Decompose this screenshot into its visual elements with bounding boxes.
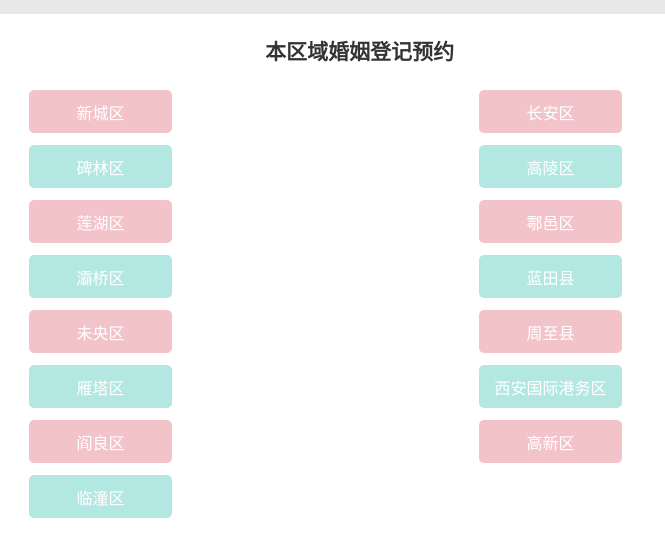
district-button[interactable]: 碑林区 xyxy=(29,145,172,188)
district-button[interactable]: 莲湖区 xyxy=(29,200,172,243)
page-title: 本区域婚姻登记预约 xyxy=(265,39,455,64)
district-button[interactable]: 周至县 xyxy=(479,310,622,353)
right-district-list: 长安区 高陵区 鄠邑区 蓝田县 周至县 西安国际港务区 高新区 xyxy=(479,90,622,475)
district-button[interactable]: 未央区 xyxy=(29,310,172,353)
district-button[interactable]: 临潼区 xyxy=(29,475,172,518)
district-button[interactable]: 阎良区 xyxy=(29,420,172,463)
district-button[interactable]: 新城区 xyxy=(29,90,172,133)
left-district-list: 新城区 碑林区 莲湖区 灞桥区 未央区 雁塔区 阎良区 临潼区 xyxy=(29,90,172,530)
district-button[interactable]: 鄠邑区 xyxy=(479,200,622,243)
top-bar xyxy=(0,0,665,14)
district-button[interactable]: 高陵区 xyxy=(479,145,622,188)
district-button[interactable]: 灞桥区 xyxy=(29,255,172,298)
district-button[interactable]: 雁塔区 xyxy=(29,365,172,408)
district-button[interactable]: 蓝田县 xyxy=(479,255,622,298)
district-button[interactable]: 高新区 xyxy=(479,420,622,463)
district-button[interactable]: 西安国际港务区 xyxy=(479,365,622,408)
district-button[interactable]: 长安区 xyxy=(479,90,622,133)
